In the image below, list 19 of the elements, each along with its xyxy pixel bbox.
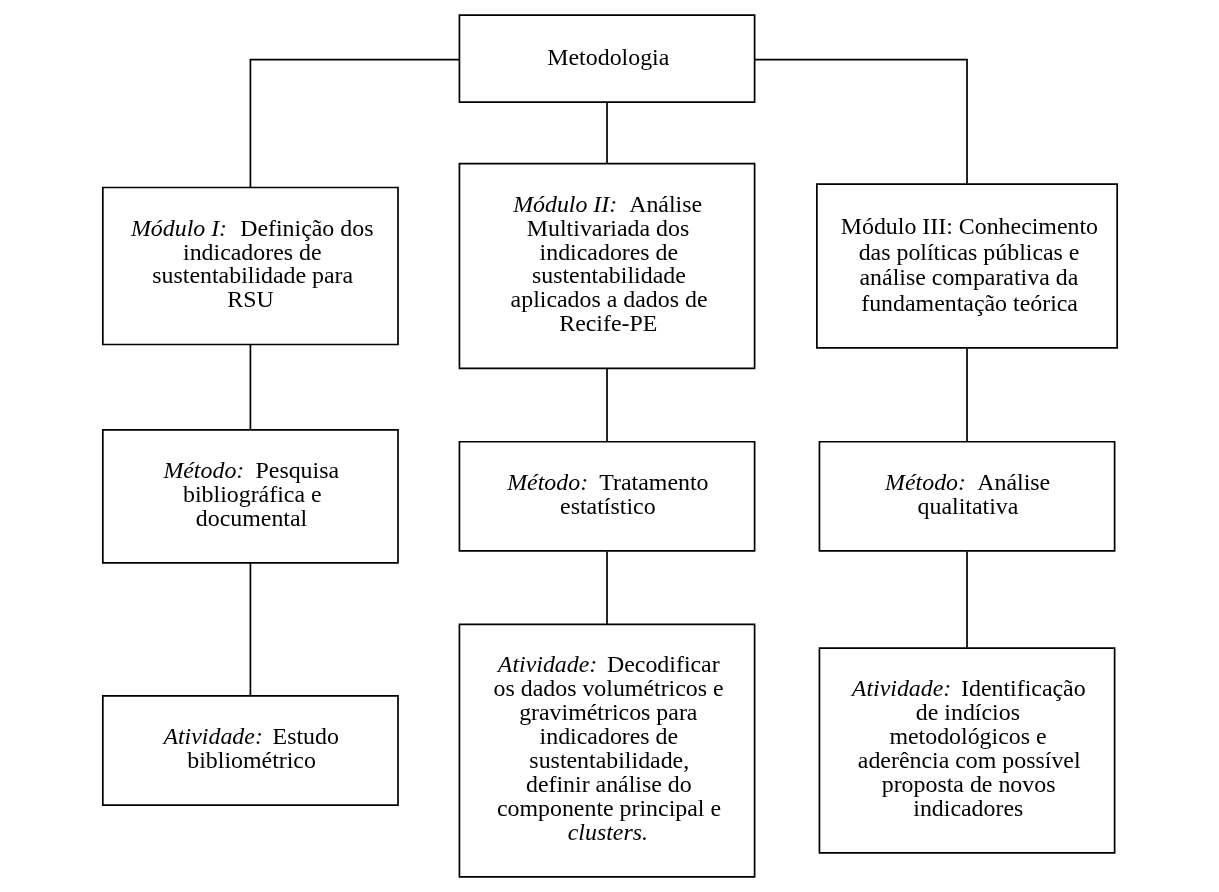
node-box: Módulo I: Definição dos indicadores de sustentabilidade para RSU — [101, 186, 399, 346]
connector — [753, 58, 968, 185]
node-box: Método: Análise qualitativa — [818, 440, 1115, 552]
node-box: Módulo II: Análise Multivariada dos indicadores de sustentabilidade aplicados a dados de Recife-PE — [458, 162, 755, 370]
connector — [605, 368, 608, 443]
node-box: Atividade: Identificação de indícios metodológicos e aderência com possível proposta de novos indicadores — [818, 647, 1115, 854]
connector — [249, 58, 460, 189]
connector — [605, 101, 608, 165]
connector — [249, 343, 251, 431]
connector — [249, 562, 251, 697]
connector — [965, 550, 968, 649]
connector — [965, 347, 968, 443]
connector — [605, 550, 608, 625]
node-box: Atividade: Decodificar os dados volumétricos e gravimétricos para indicadores de sustentabilidade, definir análise do componente principal e clusters. — [458, 623, 755, 878]
node-box: Método: Pesquisa bibliográfica e documental — [101, 428, 399, 564]
node-box: Método: Tratamento estatístico — [458, 440, 755, 552]
node-box: Módulo III: Conhecimento das políticas públicas e análise comparativa da fundamentação teórica — [815, 183, 1118, 349]
node-box: Metodologia — [458, 14, 755, 104]
node-box: Atividade: Estudo bibliométrico — [101, 695, 399, 806]
